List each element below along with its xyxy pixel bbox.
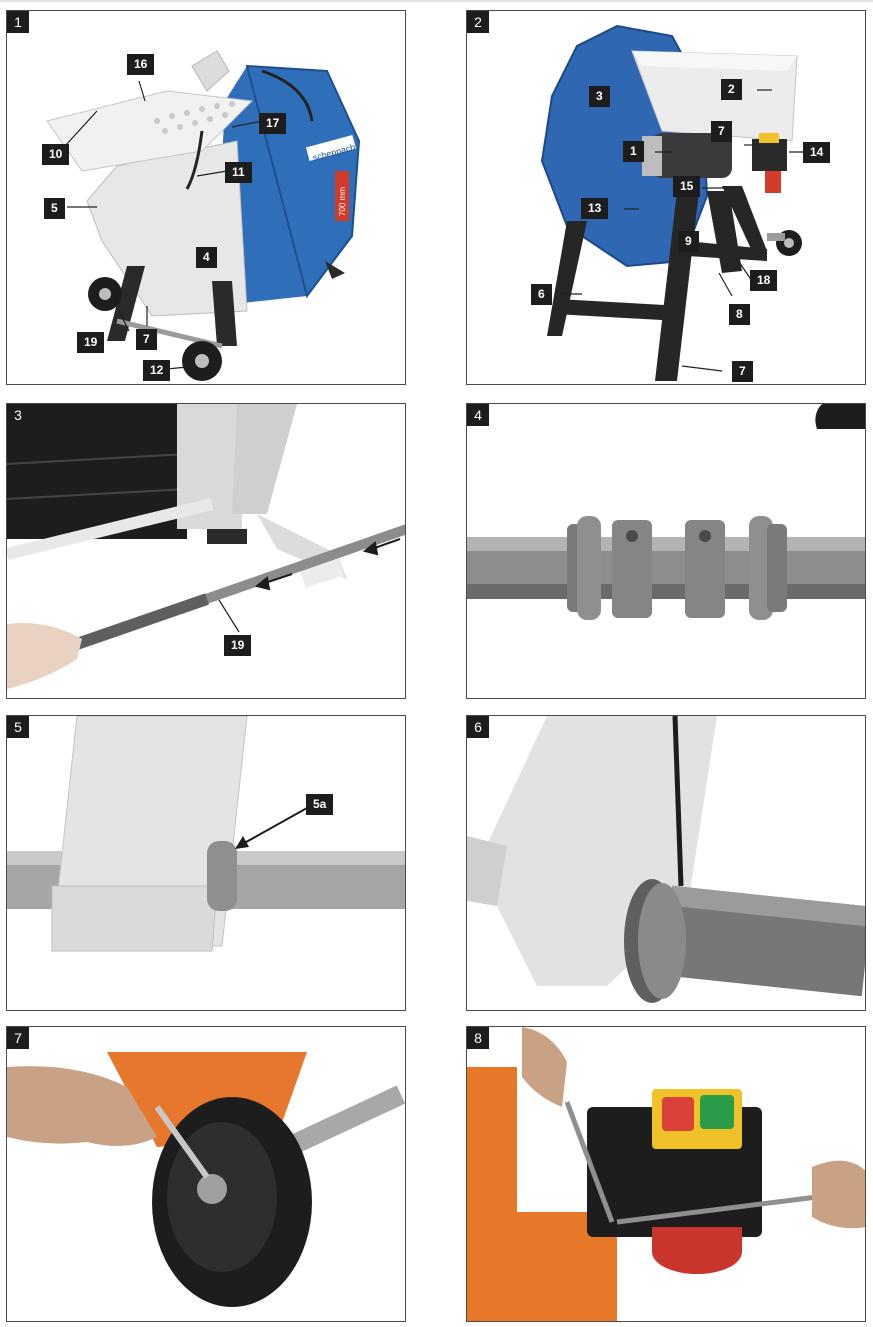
callout-13: 13 <box>581 198 609 219</box>
figure-panel-2: 2 <box>466 10 866 385</box>
callout-5a: 5a <box>306 794 334 815</box>
figure-panel-1: 1 scheppach 700 mm <box>6 10 406 385</box>
blade-size-sticker <box>335 171 349 221</box>
callout-12: 12 <box>143 360 171 381</box>
wheel-mounting-photo <box>7 1052 405 1307</box>
panel-number: 2 <box>467 11 489 33</box>
axle-insertion-photo <box>7 404 405 689</box>
table-holes <box>154 101 235 134</box>
set-screw-tightening-photo <box>467 716 865 1003</box>
callout-15: 15 <box>673 176 701 197</box>
saw-front-illustration: scheppach 700 mm <box>46 50 361 381</box>
panel-number: 6 <box>467 716 489 738</box>
figure-panel-7: 7 <box>6 1026 406 1322</box>
panel-number: 3 <box>7 404 29 426</box>
callout-6: 6 <box>531 284 552 305</box>
callout-17: 17 <box>259 113 287 134</box>
saw-rear-illustration <box>540 24 807 381</box>
callout-1: 1 <box>623 141 644 162</box>
callout-19: 19 <box>224 635 252 656</box>
callout-3: 3 <box>589 86 610 107</box>
callout-9: 9 <box>678 231 699 252</box>
callout-5: 5 <box>44 198 65 219</box>
figure-panel-8: 8 <box>466 1026 866 1322</box>
switch-box-mounting-photo <box>467 1027 865 1321</box>
brand-plate <box>306 135 356 161</box>
panel-number: 1 <box>7 11 29 33</box>
callout-10: 10 <box>42 144 70 165</box>
callout-19: 19 <box>77 332 105 353</box>
callout-16: 16 <box>127 54 155 75</box>
axle-collars-photo <box>467 404 865 620</box>
callout-7: 7 <box>732 361 753 382</box>
callout-18: 18 <box>750 270 778 291</box>
callout-11: 11 <box>225 162 252 183</box>
blade-size-label: 700 mm <box>338 187 347 216</box>
callout-14: 14 <box>803 142 831 163</box>
callout-8: 8 <box>729 304 750 325</box>
panel-number: 4 <box>467 404 489 426</box>
callout-7: 7 <box>136 329 157 350</box>
callout-2: 2 <box>721 79 742 100</box>
figure-panel-5: 5 5a <box>6 715 406 1011</box>
callout-4: 4 <box>196 247 217 268</box>
panel-number: 7 <box>7 1027 29 1049</box>
callout-7: 7 <box>711 121 732 142</box>
figure-panel-6: 6 <box>466 715 866 1011</box>
panel-number: 5 <box>7 716 29 738</box>
frame-joint-photo <box>7 716 405 952</box>
page-top-rule <box>0 0 873 2</box>
figure-panel-4: 4 <box>466 403 866 699</box>
panel-number: 8 <box>467 1027 489 1049</box>
figure-panel-3: 3 19 <box>6 403 406 699</box>
